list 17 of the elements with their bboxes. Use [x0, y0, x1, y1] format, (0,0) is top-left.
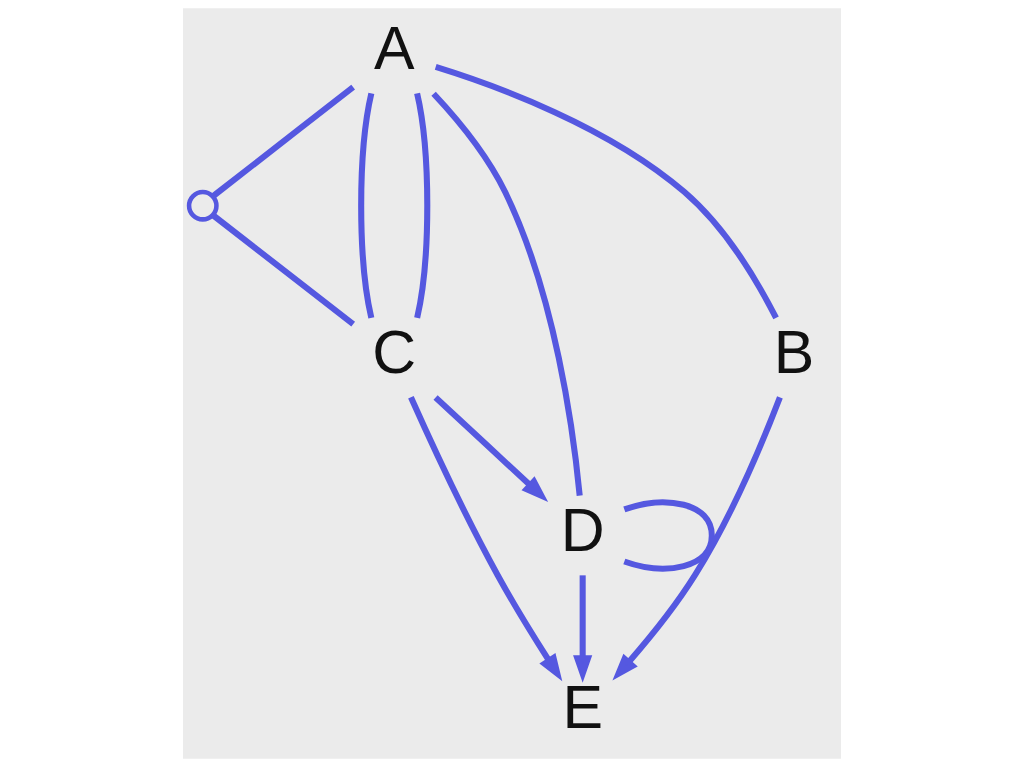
connector	[210, 212, 355, 327]
connector	[357, 92, 374, 319]
arrow	[407, 396, 562, 682]
connector	[210, 84, 355, 199]
arrow	[572, 575, 592, 683]
connector	[430, 91, 583, 496]
node-text: C	[371, 317, 416, 386]
connector	[413, 92, 430, 319]
node-text: E	[561, 673, 603, 742]
connector	[622, 499, 715, 572]
node-text: D	[560, 495, 605, 564]
arrow	[611, 396, 783, 681]
node-text: B	[773, 317, 814, 386]
connector	[434, 64, 779, 320]
node-circle	[186, 189, 219, 222]
arrow	[433, 395, 548, 502]
node-text: A	[373, 13, 414, 82]
